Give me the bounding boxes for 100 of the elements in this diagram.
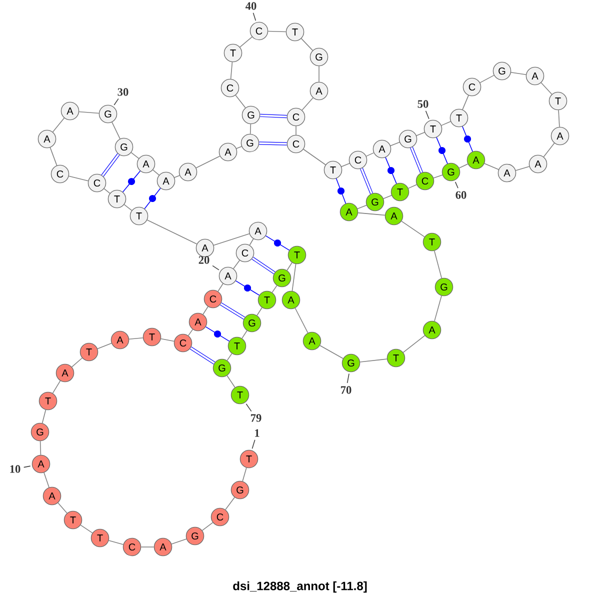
backbone-line (341, 162, 350, 168)
base-pair-line (260, 114, 287, 118)
backbone-line (402, 335, 426, 353)
backbone-line (408, 184, 418, 189)
base-pair-line (265, 235, 290, 251)
base-pair-line (385, 157, 397, 184)
backbone-line (202, 306, 208, 315)
backbone-line (152, 170, 160, 176)
backbone-line (71, 358, 83, 368)
backbone-line (268, 30, 286, 32)
backbone-line (510, 72, 526, 76)
base-pair-line (252, 256, 276, 274)
backbone-line (390, 142, 400, 146)
base-pair-line (360, 168, 373, 194)
backbone-line (441, 121, 451, 126)
backbone-line (366, 152, 374, 157)
backbone-line (233, 260, 240, 270)
position-number: 30 (118, 88, 128, 96)
backbone-line (383, 194, 392, 199)
backbone-line (146, 220, 198, 244)
backbone-line (218, 283, 224, 292)
backbone-line (480, 74, 494, 84)
backbone-line (171, 538, 187, 544)
backbone-line (42, 409, 46, 424)
backbone-line (256, 307, 262, 316)
backbone-line (213, 233, 250, 246)
backbone-line (294, 308, 308, 334)
base-pair-line (410, 146, 423, 174)
backbone-line (540, 82, 552, 95)
leader-line (114, 98, 119, 106)
backbone-line (128, 337, 144, 340)
backbone-line (558, 110, 560, 128)
backbone-line (104, 188, 110, 194)
position-number: 50 (418, 100, 428, 108)
position-number: 79 (250, 414, 262, 422)
backbone-line (112, 122, 120, 140)
backbone-line (458, 164, 468, 168)
backbone-line (52, 118, 65, 132)
backbone-line (230, 62, 233, 80)
backbone-line (286, 262, 292, 271)
base-pair-line (190, 346, 216, 364)
backbone-line (462, 95, 469, 110)
base-pair-line (462, 126, 473, 152)
backbone-line (300, 38, 314, 51)
backbone-line (416, 132, 425, 136)
backbone-line (44, 472, 50, 488)
backbone-line (318, 66, 320, 82)
backbone-line (108, 540, 124, 545)
backbone-line (433, 174, 443, 178)
backbone-line (236, 146, 242, 149)
backbone-line (202, 522, 214, 531)
base-pair-line (144, 188, 161, 210)
backbone-line (50, 147, 58, 166)
backbone-line (360, 358, 388, 362)
base-pair-line (122, 170, 141, 192)
backbone-line (124, 204, 132, 211)
backbone-line (357, 204, 367, 210)
backbone-line (58, 502, 68, 514)
backbone-line (235, 94, 246, 108)
leader-line (454, 182, 458, 189)
position-number: 1 (255, 429, 260, 437)
base-pair-line (436, 137, 448, 164)
backbone-line (320, 345, 344, 359)
caption: dsi_12888_annot [-11.8] (233, 581, 367, 593)
backbone-line (292, 264, 296, 292)
backbone-line (434, 250, 442, 279)
backbone-line (52, 380, 61, 394)
leader-line (425, 110, 430, 120)
backbone-line (78, 111, 100, 114)
base-pair-line (235, 280, 260, 296)
backbone-line (80, 524, 93, 534)
backbone-line (225, 496, 235, 510)
backbone-line (543, 142, 555, 158)
base-pair-line (101, 153, 120, 177)
backbone-line (160, 338, 174, 342)
backbone-line (130, 152, 140, 159)
backbone-line (434, 295, 442, 322)
backbone-line (174, 175, 180, 178)
backbone-line (188, 329, 194, 336)
leader-line (252, 12, 256, 22)
position-number: 10 (10, 465, 20, 473)
leader-line (212, 265, 220, 270)
backbone-line (302, 97, 314, 111)
backbone-line (97, 342, 112, 350)
position-number: 40 (245, 2, 256, 10)
position-number: 60 (456, 191, 466, 199)
base-pair-line (220, 302, 246, 320)
position-number: 20 (198, 256, 210, 264)
backbone-line (515, 166, 530, 171)
backbone-line (303, 148, 326, 166)
backbone-line (226, 353, 232, 361)
backbone-line (140, 546, 154, 548)
backbone-line (68, 176, 89, 182)
base-pair-line (336, 178, 346, 204)
backbone-line (242, 330, 248, 339)
leader-line (246, 404, 252, 412)
backbone-line (358, 212, 386, 216)
backbone-line (401, 220, 425, 238)
backbone-line (226, 375, 236, 388)
backbone-line (249, 238, 254, 246)
